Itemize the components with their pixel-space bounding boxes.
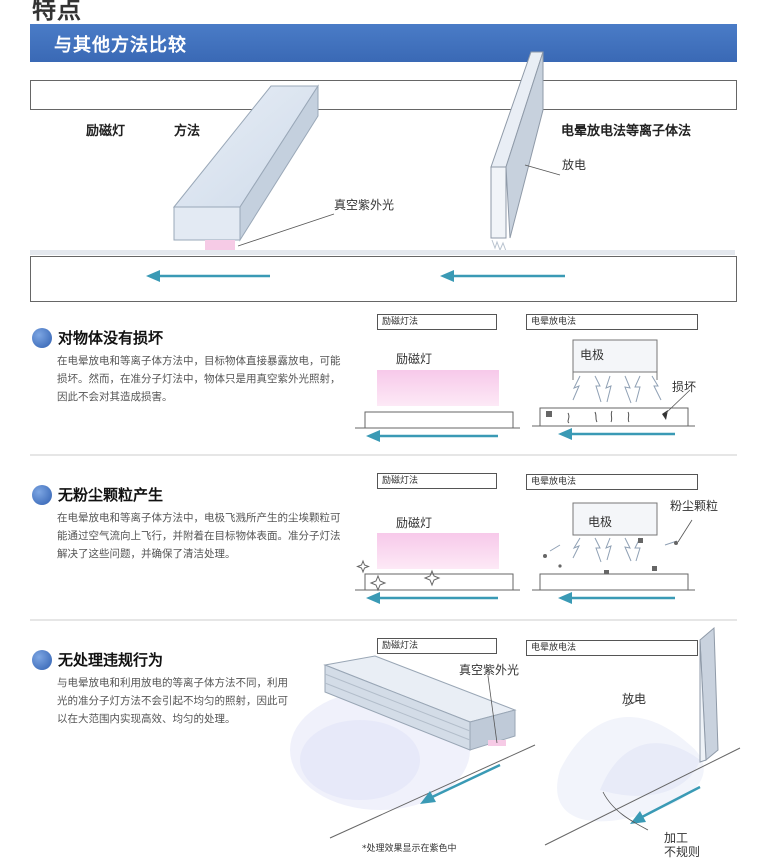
top-label-lamp: 励磁灯 <box>86 124 126 139</box>
section-title: 无粉尘颗粒产生 <box>58 486 164 504</box>
bullet-icon <box>32 650 52 670</box>
label-damage: 损坏 <box>672 380 697 394</box>
label-process: 加工 <box>664 831 689 845</box>
top-arrow-right <box>440 270 565 282</box>
section-title: 无处理违规行为 <box>58 651 164 669</box>
label-electrode: 电极 <box>588 515 613 529</box>
top-arrow-left <box>146 270 270 282</box>
footnote: *处理效果显示在紫色中 <box>362 844 457 854</box>
bullet-icon <box>32 328 52 348</box>
caption-lamp-method: 励磁灯法 <box>377 314 497 330</box>
top-label-uv: 真空紫外光 <box>334 198 395 212</box>
label-electrode: 电极 <box>580 348 605 362</box>
section-description: 在电晕放电和等离子体方法中，电极飞溅所产生的尘埃颗粒可能通过空气流向上飞行，并附… <box>57 512 341 560</box>
banner-title: 与其他方法比较 <box>54 35 187 56</box>
caption-corona-method: 电晕放电法 <box>526 474 698 490</box>
caption-corona-method: 电晕放电法 <box>526 640 698 656</box>
bullet-icon <box>32 485 52 505</box>
label-dust: 粉尘颗粒 <box>670 499 719 513</box>
top-label-discharge: 放电 <box>562 158 587 172</box>
top-electrode-graphic <box>490 51 544 252</box>
caption-corona-method: 电晕放电法 <box>526 314 698 330</box>
sparkle-icon <box>356 559 441 592</box>
top-label-corona: 电晕放电法等离子体法 <box>561 124 692 139</box>
caption-lamp-method: 励磁灯法 <box>377 473 497 489</box>
top-label-method: 方法 <box>174 124 201 139</box>
label-uv: 真空紫外光 <box>459 663 520 677</box>
label-lamp: 励磁灯 <box>396 516 433 530</box>
label-discharge: 放电 <box>622 692 647 706</box>
label-lamp: 励磁灯 <box>396 352 433 366</box>
section-banner <box>30 24 737 62</box>
section-title: 对物体没有损坏 <box>58 329 164 347</box>
page-title: 特点 <box>32 0 82 24</box>
section-description: 在电晕放电和等离子体方法中，目标物体直接暴露放电，可能损坏。然而，在准分子灯法中… <box>57 355 341 403</box>
section-description: 与电晕放电和利用放电的等离子体方法不同，利用光的准分子灯方法不会引起不均匀的照射… <box>57 677 288 725</box>
top-diagram-upper-box <box>30 80 737 110</box>
caption-lamp-method: 励磁灯法 <box>377 638 497 654</box>
top-lamp-graphic <box>172 84 319 250</box>
label-irregular: 不规则 <box>664 845 701 859</box>
top-diagram-lower-box <box>30 256 737 302</box>
